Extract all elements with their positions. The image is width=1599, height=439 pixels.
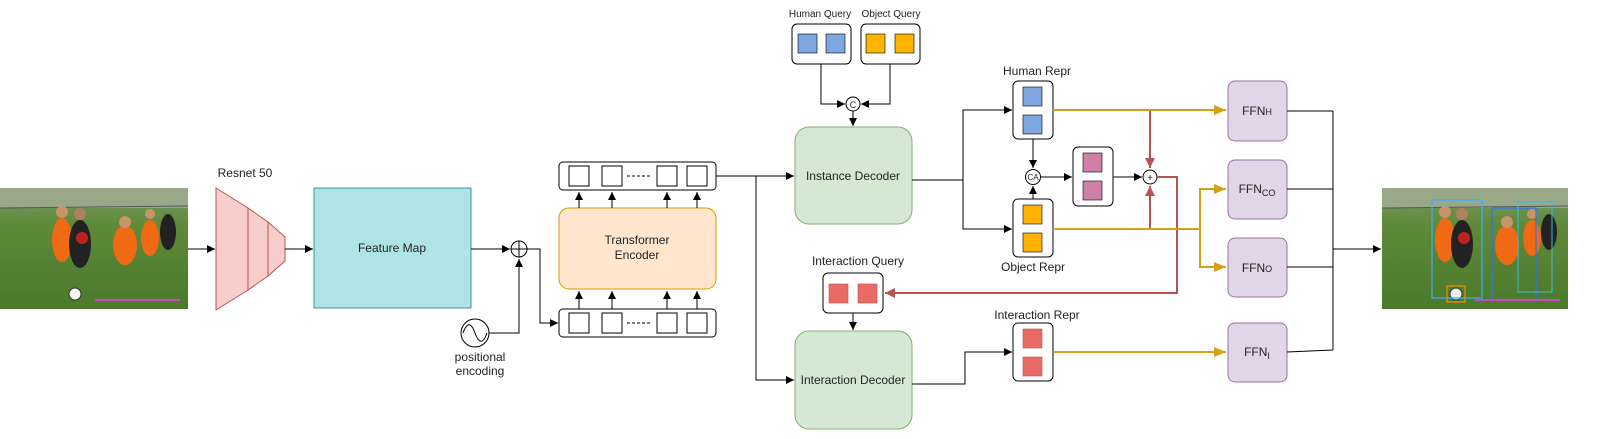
ffn-o-block: FFNO (1227, 237, 1288, 298)
ffn-o-label: FFNO (1242, 261, 1272, 275)
arrow-human-query-to-concat (820, 64, 845, 108)
human-query-label: Human Query (789, 9, 851, 20)
feature-map-block: Feature Map (313, 187, 472, 309)
positional-label-line2: encoding (456, 364, 505, 378)
arrows-encoder-to-tokens (575, 192, 701, 208)
transformer-encoder-block: Transformer Encoder (558, 207, 717, 290)
arrow-instance-to-human-repr (912, 106, 1012, 181)
arrow-object-query-to-concat (861, 64, 891, 108)
ca-symbol: CA (1027, 173, 1039, 182)
human-repr-label: Human Repr (1003, 64, 1071, 78)
ffn-output-lines (1286, 110, 1334, 353)
ffn-i-label: FFNI (1244, 345, 1270, 361)
instance-decoder-block: Instance Decoder (794, 126, 913, 225)
interaction-repr-label: Interaction Repr (994, 308, 1079, 322)
human-repr: Human Repr (1003, 64, 1071, 140)
ca-node: CA (1025, 169, 1041, 185)
ffn-co-label: FFNCO (1239, 182, 1276, 198)
object-query-label: Object Query (862, 9, 921, 20)
arrow-positional-to-sum (489, 259, 523, 334)
encoder-label-line1: Transformer (605, 233, 670, 247)
fused-repr (1072, 146, 1114, 207)
feature-map-label: Feature Map (358, 241, 426, 255)
positional-label-line1: positional (455, 350, 506, 364)
arrows-tokens-to-encoder (575, 291, 701, 309)
resnet-label: Resnet 50 (218, 166, 273, 180)
gold-arrows (1053, 105, 1226, 357)
ffn-h-block: FFNH (1227, 80, 1288, 142)
ffn-co-block: FFNCO (1227, 159, 1288, 220)
ffn-h-label: FFNH (1242, 104, 1272, 118)
encoder-label-line2: Encoder (615, 248, 660, 262)
arrow-tokens-to-interaction-decoder (755, 176, 794, 384)
arrow-sum-to-tokens (527, 248, 558, 327)
positional-encoding-node: positional encoding (455, 318, 506, 378)
plus-node: + (1142, 169, 1158, 185)
arrow-instance-to-object-repr (962, 180, 1012, 233)
interaction-decoder-label: Interaction Decoder (801, 373, 906, 387)
human-query: Human Query (789, 9, 852, 65)
encoder-input-tokens (558, 308, 717, 338)
instance-decoder-label: Instance Decoder (806, 169, 900, 183)
object-repr: Object Repr (1001, 198, 1065, 274)
object-query: Object Query (860, 9, 921, 65)
interaction-query-label: Interaction Query (812, 254, 904, 268)
interaction-decoder-block: Interaction Decoder (794, 330, 913, 430)
output-image (1381, 188, 1569, 309)
object-repr-label: Object Repr (1001, 260, 1065, 274)
interaction-repr: Interaction Repr (994, 308, 1080, 382)
sum-node (510, 240, 528, 258)
input-image (0, 188, 189, 309)
resnet-block: Resnet 50 (215, 166, 286, 311)
encoder-output-tokens (558, 161, 717, 191)
concat-symbol: C (850, 100, 857, 110)
ffn-i-block: FFNI (1227, 322, 1288, 383)
concat-node: C (845, 96, 861, 112)
interaction-query: Interaction Query (812, 254, 904, 314)
red-arrows (885, 110, 1178, 298)
arrow-interaction-decoder-to-repr (912, 348, 1012, 385)
plus-symbol: + (1147, 173, 1153, 184)
